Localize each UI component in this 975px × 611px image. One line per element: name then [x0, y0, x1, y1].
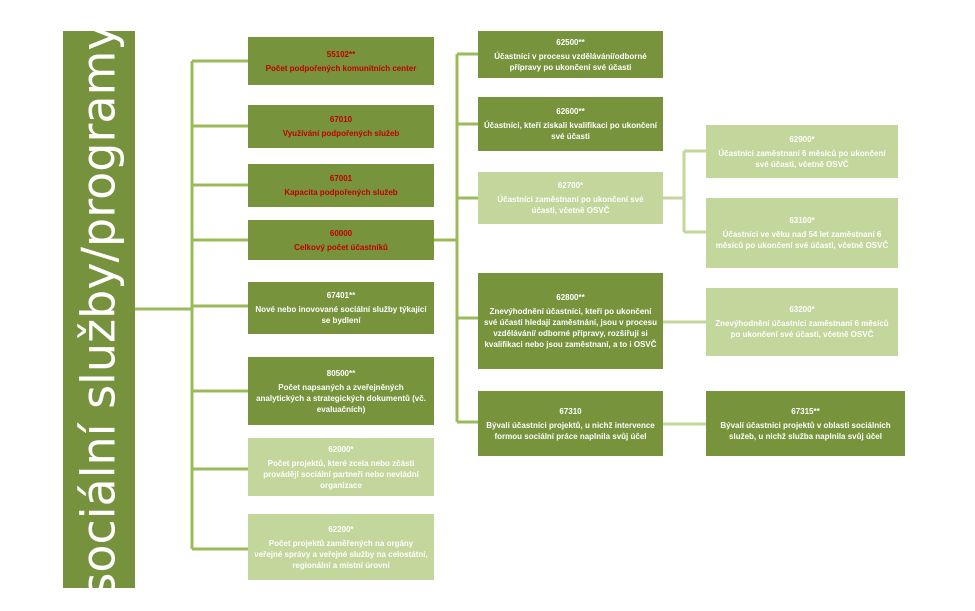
indicator-box-67010: 67010 Využívání podpořených služeb — [248, 105, 434, 148]
indicator-code: 67001 — [329, 174, 353, 183]
indicator-text: Celkový počet účastníků — [294, 242, 388, 252]
indicator-text: Znevýhodnění účastníci zaměstnaní 6 měsí… — [715, 319, 889, 339]
indicator-text: Počet projektů, které zcela nebo zčásti … — [263, 458, 419, 490]
indicator-box-67401: 67401** Nové nebo inovované sociální slu… — [248, 282, 434, 334]
indicator-box-62800: 62800** Znevýhodnění účastníci, kteří po… — [478, 273, 663, 369]
indicator-box-63200: 63200* Znevýhodnění účastníci zaměstnaní… — [706, 288, 898, 356]
root-node: sociální služby/programy — [63, 23, 135, 596]
indicator-text: Nové nebo inovované sociální služby týka… — [255, 305, 427, 325]
indicator-text: Účastníci zaměstnaní 6 měsíců po ukončen… — [718, 148, 886, 169]
indicator-box-62900: 62900* Účastníci zaměstnaní 6 měsíců po … — [706, 125, 898, 178]
indicator-code: 80500** — [326, 368, 356, 378]
indicator-box-62200: 62200* Počet projektů zaměřených na orgá… — [248, 514, 434, 580]
indicator-code: 62900* — [789, 134, 815, 144]
indicator-code: 62200* — [328, 524, 354, 534]
indicator-box-67310: 67310 Bývalí účastníci projektů, u nichž… — [478, 391, 663, 456]
indicator-code: 63200* — [789, 305, 815, 314]
indicator-text: Účastníci, kteří získali kvalifikaci po … — [484, 121, 657, 141]
indicator-text: Bývalí účastníci projektů, u nichž inter… — [486, 420, 655, 441]
indicator-text: Počet projektů zaměřených na orgány veře… — [254, 538, 428, 570]
indicator-box-62500: 62500** Účastníci v procesu vzdělávání/o… — [478, 31, 663, 78]
indicator-box-62000: 62000* Počet projektů, které zcela nebo … — [248, 438, 434, 496]
indicator-box-67001: 67001 Kapacita podpořených služeb — [248, 164, 434, 207]
indicator-code: 67401** — [326, 291, 356, 300]
indicator-code: 60000 — [329, 228, 353, 238]
indicator-box-62700: 62700* Účastníci zaměstnaní po ukončení … — [478, 172, 663, 224]
indicator-code: 62500** — [556, 37, 585, 47]
indicator-box-63100: 63100* Účastníci ve věku nad 54 let zamě… — [706, 198, 898, 268]
indicator-box-67315: 67315** Bývalí účastníci projektů v obla… — [706, 391, 905, 456]
indicator-text: Znevýhodnění účastníci, kteří po ukončen… — [484, 307, 657, 349]
indicator-box-62600: 62600** Účastníci, kteří získali kvalifi… — [478, 97, 663, 151]
indicator-text: Účastníci ve věku nad 54 let zaměstnaní … — [715, 230, 889, 250]
indicator-text: Využívání podpořených služeb — [282, 129, 400, 138]
indicator-text: Kapacita podpořených služeb — [284, 188, 398, 197]
indicator-code: 67310 — [559, 406, 582, 416]
indicator-code: 63100* — [789, 216, 815, 225]
indicator-code: 67010 — [329, 115, 353, 124]
root-label: sociální služby/programy — [72, 22, 126, 597]
indicator-text: Počet napsaných a zveřejněných analytick… — [256, 382, 426, 414]
indicator-box-80500: 80500** Počet napsaných a zveřejněných a… — [248, 357, 434, 425]
indicator-code: 67315** — [791, 406, 820, 416]
indicator-code: 55102** — [326, 49, 356, 59]
indicator-text: Bývalí účastníci projektů v oblasti soci… — [720, 420, 891, 441]
indicator-code: 62600** — [556, 107, 585, 116]
indicator-text: Účastníci v procesu vzdělávání/odborné p… — [494, 51, 647, 72]
indicator-code: 62800** — [556, 293, 585, 302]
indicator-box-60000: 60000 Celkový počet účastníků — [248, 220, 434, 260]
indicator-box-55102: 55102** Počet podpořených komunitních ce… — [248, 37, 434, 85]
indicator-text: Počet podpořených komunitních center — [265, 63, 417, 73]
indicator-code: 62000* — [328, 444, 354, 454]
indicator-text: Účastníci zaměstnaní po ukončení své úča… — [497, 195, 644, 215]
indicator-code: 62700* — [557, 181, 584, 190]
